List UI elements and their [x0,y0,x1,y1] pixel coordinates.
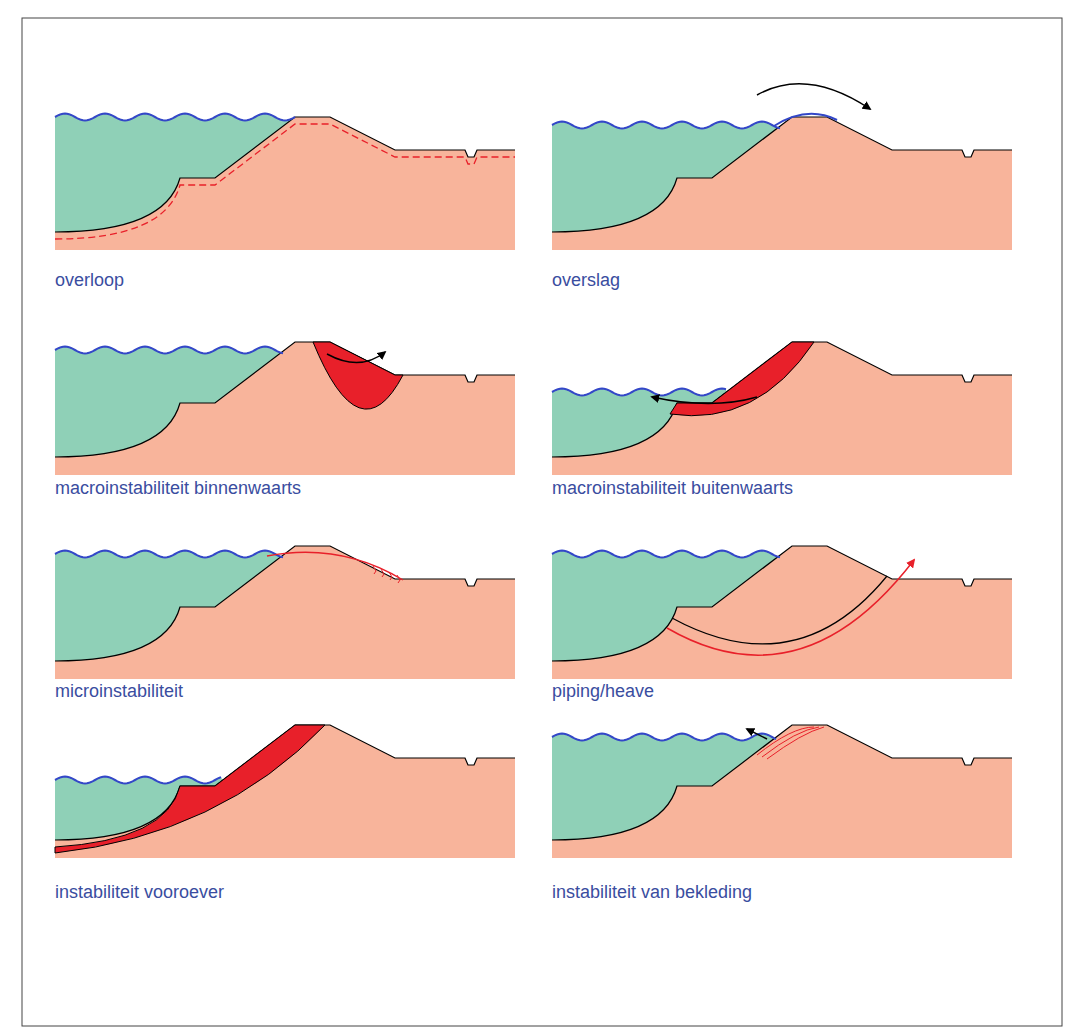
mechanism-label: piping/heave [552,681,654,703]
dike-panel [55,546,515,679]
dike-panel [55,342,515,475]
mechanism-label: instabiliteit van bekleding [552,882,752,904]
dike-panel [55,725,515,858]
dike-panel [552,342,1012,475]
frame [22,18,1062,1026]
mechanism-label: overslag [552,270,620,292]
mechanism-label: microinstabiliteit [55,681,183,703]
mechanism-label: macroinstabiliteit binnenwaarts [55,478,301,500]
dike-panel [552,725,1012,858]
dike-panel [552,546,1012,679]
dike-panel [552,84,1012,250]
mechanism-label: macroinstabiliteit buitenwaarts [552,478,793,500]
dike-panel [55,114,515,251]
mechanism-label: overloop [55,270,124,292]
mechanism-label: instabiliteit vooroever [55,882,224,904]
